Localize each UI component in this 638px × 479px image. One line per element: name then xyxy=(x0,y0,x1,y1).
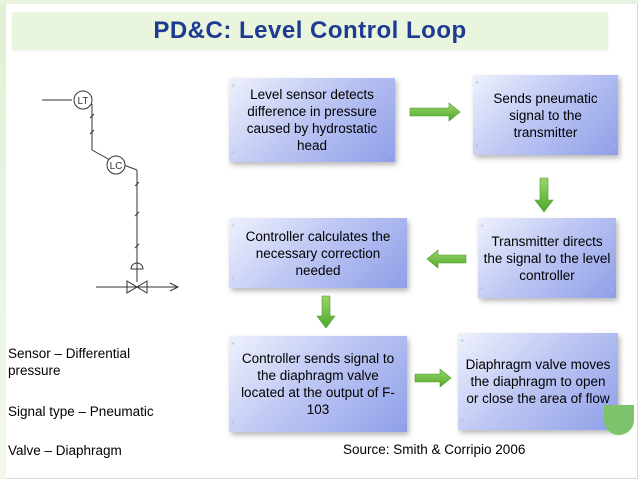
step-transmitter-text: Transmitter directs the signal to the le… xyxy=(483,233,611,283)
arrow-left-1 xyxy=(426,249,467,269)
signal-tick xyxy=(89,129,95,135)
signal-tick xyxy=(134,181,140,187)
signal-tick xyxy=(134,211,140,217)
step-controller-calc-text: Controller calculates the necessary corr… xyxy=(245,228,391,278)
pid-sketch xyxy=(42,99,180,294)
step-pneumatic-signal-box: Sends pneumatic signal to the transmitte… xyxy=(473,75,618,155)
signal-tick xyxy=(89,113,95,119)
title-bar xyxy=(12,12,608,50)
step-controller-send-box: Controller sends signal to the diaphragm… xyxy=(229,336,407,432)
valve-body-right xyxy=(136,280,148,294)
step-pneumatic-signal-text: Sends pneumatic signal to the transmitte… xyxy=(493,90,598,140)
signal-line-3 xyxy=(123,164,138,171)
step-diaphragm-valve-text: Diaphragm valve moves the diaphragm to o… xyxy=(465,357,611,406)
slide-number-tab xyxy=(604,405,634,435)
lt-instrument-bubble xyxy=(73,90,93,110)
top-accent-strip xyxy=(0,0,638,4)
arrow-down-1 xyxy=(534,177,554,213)
step-controller-send-text: Controller sends signal to the diaphragm… xyxy=(241,351,395,417)
step-transmitter-box: Transmitter directs the signal to the le… xyxy=(478,218,616,298)
signal-line-2 xyxy=(91,149,111,161)
source-citation: Source: Smith & Corripio 2006 xyxy=(343,442,526,457)
step-controller-calc-box: Controller calculates the necessary corr… xyxy=(229,218,407,288)
left-accent-band xyxy=(0,0,6,479)
legend-valve: Valve – Diaphragm xyxy=(8,443,122,458)
lc-instrument-bubble xyxy=(106,155,126,175)
step-level-sensor-box: Level sensor detects difference in press… xyxy=(229,78,395,162)
diaphragm-actuator xyxy=(130,262,144,270)
slide-title: PD&C: Level Control Loop xyxy=(153,17,467,44)
arrow-down-2 xyxy=(316,295,336,329)
legend-sensor: Sensor – Differential pressure xyxy=(8,346,131,378)
valve-body-left xyxy=(126,280,138,294)
legend-signal-type: Signal type – Pneumatic xyxy=(8,404,154,419)
arrow-right-1 xyxy=(409,102,461,122)
arrow-right-2 xyxy=(414,368,452,388)
lt-label: LT xyxy=(78,96,89,107)
lc-label: LC xyxy=(110,161,123,172)
flow-arrowhead xyxy=(169,282,180,292)
signal-tick xyxy=(134,243,140,249)
step-diaphragm-valve-box: Diaphragm valve moves the diaphragm to o… xyxy=(458,333,618,430)
step-level-sensor-text: Level sensor detects difference in press… xyxy=(246,87,378,153)
